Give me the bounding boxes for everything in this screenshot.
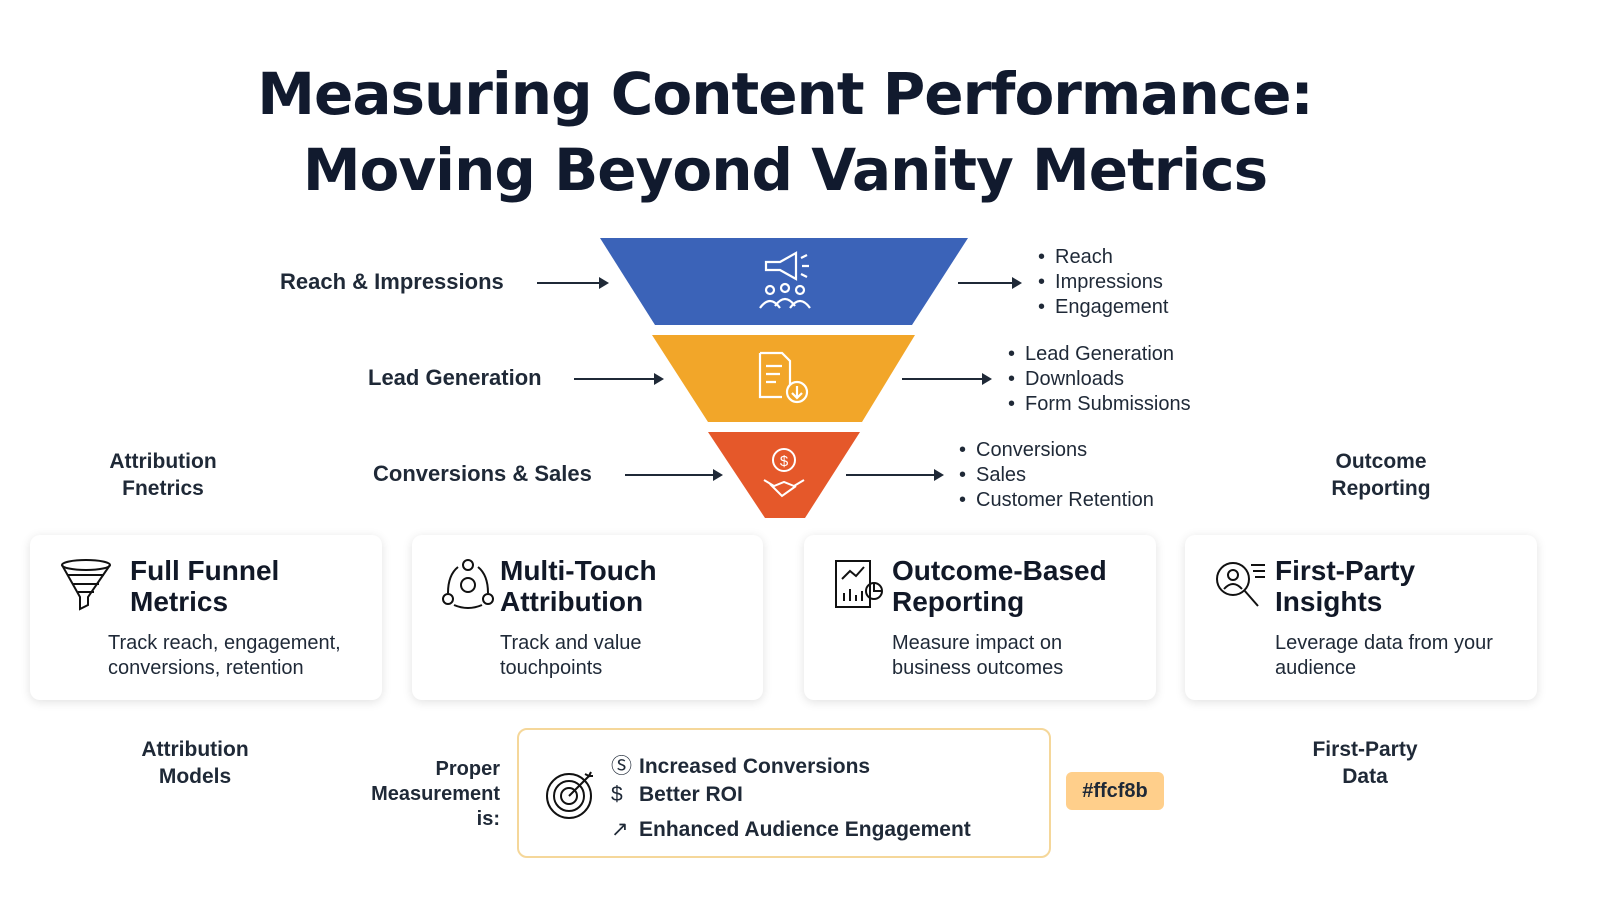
outcome-item: $Better ROI: [611, 783, 743, 806]
card-desc: Track and value touchpoints: [500, 632, 642, 679]
arrow-in-conversions: [625, 469, 723, 481]
card-title: Full Funnel Metrics: [130, 555, 280, 617]
outcomes-lead: Proper Measurement is:: [371, 758, 500, 830]
title-line-1: Measuring Content Performance:: [257, 60, 1313, 128]
bullet: Engagement: [1038, 295, 1168, 320]
card-title: Outcome-Based Reporting: [892, 555, 1107, 617]
arrow-in-reach: [537, 277, 609, 289]
arrow-out-conversions: [846, 469, 944, 481]
bullets-leads: Lead Generation Downloads Form Submissio…: [1008, 342, 1191, 417]
bullet: Impressions: [1038, 270, 1168, 295]
side-label-outcome-reporting: Outcome Reporting: [1331, 450, 1431, 500]
funnel-stage-reach: [600, 238, 968, 325]
bullet: Form Submissions: [1008, 392, 1191, 417]
stage-label-reach: Reach & Impressions: [280, 269, 504, 294]
card-title: First-Party Insights: [1275, 555, 1416, 617]
cycle-nodes-icon: [442, 559, 494, 609]
stage-label-leads: Lead Generation: [368, 365, 542, 390]
document-download-icon: [758, 351, 809, 404]
funnel-stage-leads: [652, 335, 915, 422]
card-title: Multi-Touch Attribution: [500, 555, 657, 617]
report-chart-icon: [835, 560, 883, 608]
bullet: Customer Retention: [959, 488, 1154, 513]
bullet: Reach: [1038, 245, 1168, 270]
arrow-out-reach: [958, 277, 1022, 289]
side-label-attribution-models: Attribution Models: [141, 738, 249, 788]
side-label-first-party-data: First-Party Data: [1312, 738, 1418, 788]
bullets-conversions: Conversions Sales Customer Retention: [959, 438, 1154, 513]
handshake-dollar-icon: $: [763, 448, 805, 498]
svg-text:$: $: [780, 453, 789, 470]
outcome-item: ↗Enhanced Audience Engagement: [611, 818, 971, 841]
trend-up-icon: ↗: [611, 818, 629, 841]
card-full-funnel: Full Funnel Metrics Track reach, engagem…: [30, 535, 382, 700]
arrow-out-leads: [902, 373, 992, 385]
dollar-icon: $: [611, 783, 623, 806]
card-desc: Measure impact on business outcomes: [892, 632, 1064, 679]
card-multi-touch: Multi-Touch Attribution Track and value …: [412, 535, 763, 700]
title-line-2: Moving Beyond Vanity Metrics: [302, 136, 1268, 204]
arrow-in-leads: [574, 373, 664, 385]
dollar-circle-icon: Ⓢ: [611, 755, 632, 778]
stage-label-conversions: Conversions & Sales: [373, 461, 592, 486]
card-outcome-based: Outcome-Based Reporting Measure impact o…: [804, 535, 1156, 700]
card-desc: Track reach, engagement, conversions, re…: [108, 632, 341, 679]
user-search-icon: [1216, 562, 1265, 607]
bullets-reach: Reach Impressions Engagement: [1038, 245, 1168, 320]
funnel-icon: [61, 559, 111, 611]
card-first-party: First-Party Insights Leverage data from …: [1185, 535, 1537, 700]
bullet: Conversions: [959, 438, 1154, 463]
color-chip: #ffcf8b: [1066, 772, 1164, 810]
bullet: Sales: [959, 463, 1154, 488]
bullet: Lead Generation: [1008, 342, 1191, 367]
side-label-attribution-metrics: Attribution Fnetrics: [109, 450, 217, 500]
megaphone-audience-icon: [759, 251, 811, 309]
bullet: Downloads: [1008, 367, 1191, 392]
card-desc: Leverage data from your audience: [1275, 632, 1493, 679]
funnel-stage-conversions: [708, 432, 860, 518]
target-icon: [546, 771, 593, 819]
